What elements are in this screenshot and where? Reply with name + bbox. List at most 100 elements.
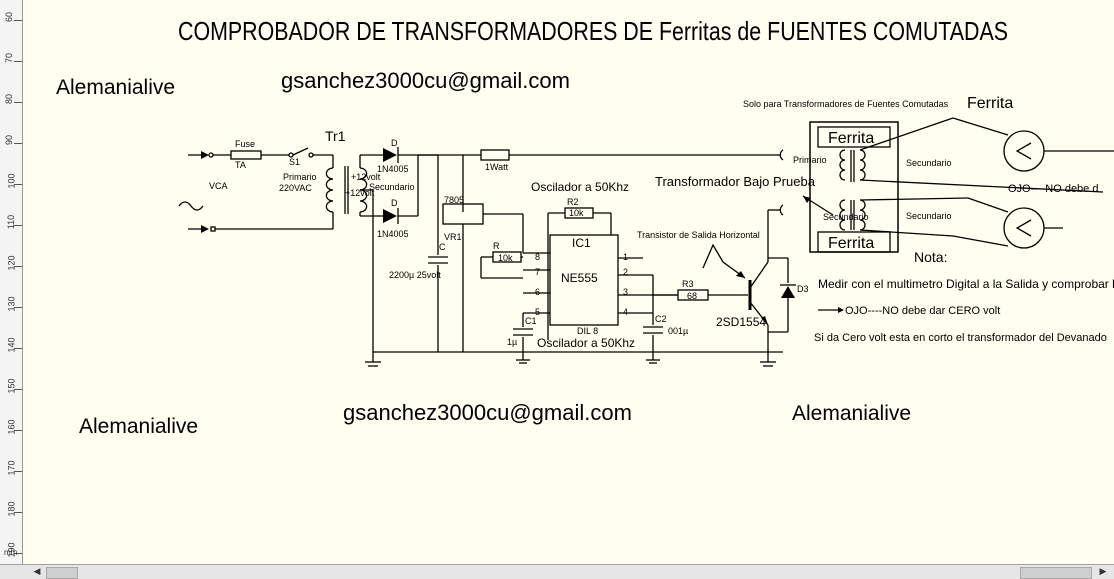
ferrita-top: Ferrita xyxy=(828,130,874,147)
ruler-tick-label: 160 xyxy=(6,419,17,435)
tr1-label: Tr1 xyxy=(325,128,346,144)
scroll-thumb-small[interactable] xyxy=(46,567,78,579)
ruler-tick-mark xyxy=(14,184,22,185)
capacitor-c1: C1 1µ xyxy=(507,313,537,364)
vca-label: VCA xyxy=(209,181,228,191)
ac-symbol xyxy=(178,201,204,211)
ruler-tick-mark xyxy=(14,553,22,554)
horizontal-scrollbar[interactable]: ◀ ▶ xyxy=(0,564,1114,579)
ruler-tick-mark xyxy=(14,307,22,308)
switch-label: S1 xyxy=(289,157,300,167)
fuse-rating: TA xyxy=(235,160,246,170)
arrow-in-top xyxy=(201,151,209,159)
r3-label: R3 xyxy=(682,279,694,289)
fuse-label: Fuse xyxy=(235,139,255,149)
dut-transformer: Solo para Transformadores de Fuentes Com… xyxy=(655,95,1114,253)
dut-sec-3: Secundario xyxy=(823,212,869,222)
watermark-email-1: gsanchez3000cu@gmail.com xyxy=(281,68,570,93)
diode-d3: D3 xyxy=(768,257,809,333)
ruler-tick-mark xyxy=(14,348,22,349)
regulator-7805: 7805 VR1 xyxy=(442,155,524,352)
d2-part: 1N4005 xyxy=(377,229,409,239)
ruler-tick-label: 150 xyxy=(6,378,17,394)
watermark-alemania-3: Alemanialive xyxy=(792,402,911,425)
ruler-tick-mark xyxy=(14,512,22,513)
d3-label: D3 xyxy=(797,284,809,294)
ruler-tick-label: 180 xyxy=(6,501,17,517)
c2-label: C2 xyxy=(655,314,667,324)
nota-heading: Nota: xyxy=(914,249,947,265)
input-section: Fuse TA S1 Primario 220VAC VCA xyxy=(178,139,334,233)
diode-d1 xyxy=(383,148,397,162)
watermark-alemania-2: Alemanialive xyxy=(79,415,198,438)
ruler-tick-mark xyxy=(14,266,22,267)
tr1-primary-label: Primario xyxy=(283,172,317,182)
ruler-tick-label: 130 xyxy=(6,296,17,312)
resistor-r: R 10k xyxy=(480,241,523,279)
transformer-tr1: Tr1 +12volt Secundario +12volt xyxy=(325,128,415,352)
ic-part: NE555 xyxy=(561,271,598,285)
ferrita-bottom: Ferrita xyxy=(828,235,874,252)
input-voltage: 220VAC xyxy=(279,183,312,193)
ruler-tick-mark xyxy=(14,471,22,472)
ruler-tick-mark xyxy=(14,430,22,431)
si-da-note: Si da Cero volt esta en corto el transfo… xyxy=(814,332,1107,344)
dut-sec-2: Secundario xyxy=(906,211,952,221)
ojo-note-2: OJO----NO debe dar CERO volt xyxy=(845,305,1000,317)
r-label: R xyxy=(493,241,500,251)
reg-label: 7805 xyxy=(444,195,464,205)
transistor-2sd1554: 2SD1554 Transistor de Salida Horizontal xyxy=(637,225,769,352)
r3-value: 68 xyxy=(687,291,697,301)
schematic-title: COMPROBADOR DE TRANSFORMADORES DE Ferrit… xyxy=(178,16,1008,46)
voltmeter-bottom xyxy=(1003,207,1045,249)
ruler-tick-label: 170 xyxy=(6,460,17,476)
diode-d2 xyxy=(383,209,397,223)
ruler-tick-mark xyxy=(14,389,22,390)
ruler-tick-label: 140 xyxy=(6,337,17,353)
oscillator-label-bottom: Oscilador a 50Khz xyxy=(537,336,635,350)
ic1-ne555: IC1 NE555 DIL 8 8 7 6 5 1 2 3 4 xyxy=(523,234,678,336)
scroll-thumb[interactable] xyxy=(1020,567,1092,579)
ic-pin-8: 8 xyxy=(535,252,540,262)
oscillator-label-top: Oscilador a 50Khz xyxy=(531,180,629,194)
scroll-left-icon[interactable]: ◀ xyxy=(33,567,41,577)
ic-pin-2: 2 xyxy=(623,267,628,277)
r2-value: 10k xyxy=(569,208,584,218)
capacitor-c2: C2 001µ xyxy=(643,275,688,364)
tr1-sec-bottom-label: +12volt xyxy=(345,188,375,198)
ic-pin-7: 7 xyxy=(535,267,540,277)
ruler-tick-label: 60 xyxy=(4,11,15,23)
ruler-tick-label: 120 xyxy=(6,255,17,271)
transistor-note: Transistor de Salida Horizontal xyxy=(637,230,760,240)
ferrita-top-box xyxy=(817,126,891,148)
arrow-in-bottom xyxy=(201,225,209,233)
ruler-tick-label: 90 xyxy=(4,134,15,146)
d1-part: 1N4005 xyxy=(377,164,409,174)
solo-para-note: Solo para Transformadores de Fuentes Com… xyxy=(743,99,949,109)
transistor-part: 2SD1554 xyxy=(716,315,766,329)
ruler-tick-mark xyxy=(14,225,22,226)
ruler-unit: mm xyxy=(4,548,18,557)
tr1-sec-label: Secundario xyxy=(369,182,415,192)
r-value: 10k xyxy=(498,253,513,263)
ferrita-heading: Ferrita xyxy=(967,95,1013,112)
dut-primary-label: Primario xyxy=(793,155,827,165)
ruler-tick-label: 110 xyxy=(6,214,17,230)
filter-capacitor: C 2200µ 25volt xyxy=(389,155,448,352)
ojo-note-1: OJO----NO debe d xyxy=(1008,183,1098,195)
ruler-tick-label: 100 xyxy=(6,173,17,189)
ferrita-bottom-box xyxy=(817,231,891,253)
ic-pin-5: 5 xyxy=(535,307,540,317)
scroll-right-icon[interactable]: ▶ xyxy=(1099,567,1107,577)
schematic-drawing: COMPROBADOR DE TRANSFORMADORES DE Ferrit… xyxy=(56,16,1114,438)
ic-package: DIL 8 xyxy=(577,326,598,336)
ic1-label: IC1 xyxy=(572,236,591,250)
medir-note: Medir con el multimetro Digital a la Sal… xyxy=(818,277,1114,291)
c1-label: C1 xyxy=(525,316,537,326)
resistor-1watt xyxy=(480,149,510,161)
vr1-label: VR1 xyxy=(444,232,462,242)
schematic-canvas: COMPROBADOR DE TRANSFORMADORES DE Ferrit… xyxy=(23,0,1114,564)
watermark-alemania-1: Alemanialive xyxy=(56,76,175,99)
ruler-tick-mark xyxy=(14,102,22,103)
